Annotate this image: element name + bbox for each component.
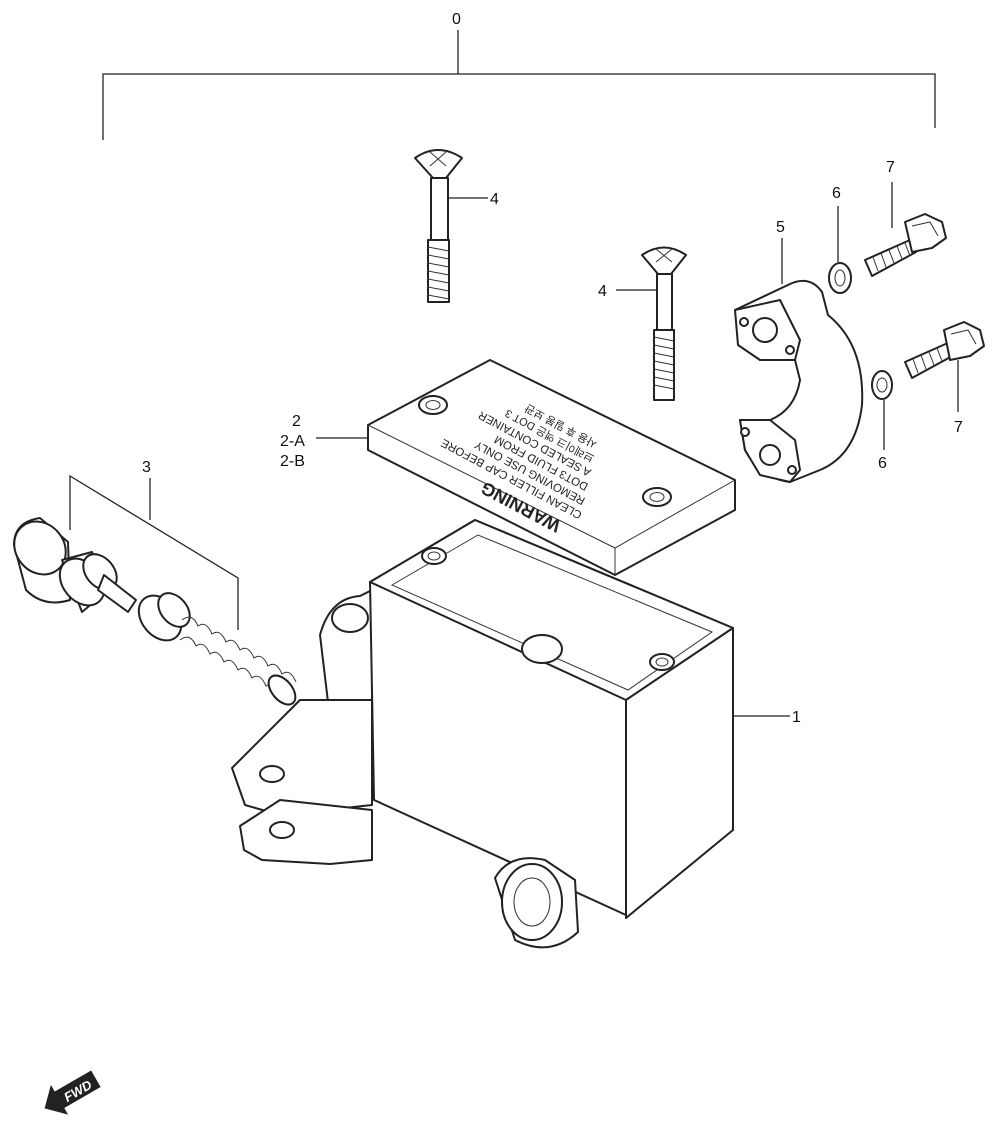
piston-assembly — [13, 517, 297, 706]
callout-washer-upper: 6 — [832, 185, 841, 202]
callout-cap: 2 — [292, 413, 301, 430]
washer-upper — [828, 262, 852, 294]
washer-lower — [871, 370, 893, 400]
callout-screw-upper: 4 — [490, 191, 499, 208]
forward-direction-arrow-icon: FWD — [44, 1070, 101, 1115]
bolt-lower — [904, 321, 985, 379]
callout-bolt-lower: 7 — [954, 419, 963, 436]
assembly-bracket — [102, 30, 936, 140]
callout-piston: 3 — [142, 459, 151, 476]
reservoir-cap: WARNING CLEAN FILLER CAP BEFORE REMOVING… — [367, 359, 736, 576]
handlebar-holder — [734, 279, 864, 483]
callout-cap-a: 2-A — [280, 433, 305, 450]
callout-body: 1 — [792, 709, 801, 726]
callout-bolt-upper: 7 — [886, 159, 895, 176]
screw-upper — [414, 149, 463, 303]
callout-assembly: 0 — [452, 11, 461, 28]
callout-cap-b: 2-B — [280, 453, 305, 470]
piston-callout-bracket — [69, 474, 239, 630]
callout-screw-lower: 4 — [598, 283, 607, 300]
callout-washer-lower: 6 — [878, 455, 887, 472]
screw-lower — [641, 246, 687, 401]
master-cylinder-body — [231, 519, 734, 949]
callout-holder: 5 — [776, 219, 785, 236]
bolt-upper — [864, 213, 947, 277]
